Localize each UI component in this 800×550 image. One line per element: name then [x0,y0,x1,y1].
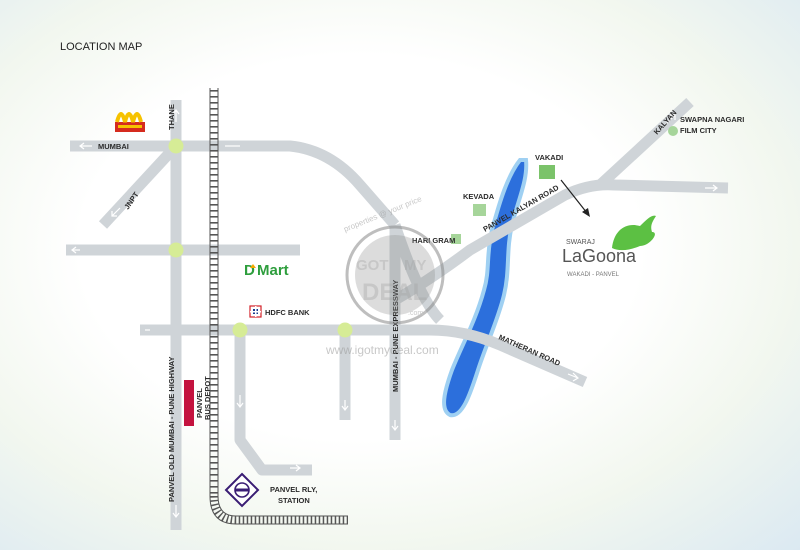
dmart-logo-icon: D Mart [244,262,289,279]
project-prefix: SWARAJ [566,239,595,246]
junction-thane [168,138,184,154]
watermark-url: www.igotmydeal.com [325,343,439,357]
road-thane-curve [176,140,400,229]
label-bus-depot-2: BUS DEPOT [203,376,212,420]
watermark-com: .com [408,310,423,317]
landmark-swapna-nagari [668,126,678,136]
junction-second [337,322,353,338]
project-location: WAKADI - PANVEL [567,272,620,278]
label-bus-depot-1: PANVEL [195,388,204,418]
landmark-hari-gram [451,234,461,244]
label-hdfc-bank: HDFC BANK [265,308,310,317]
bus-depot-marker [184,380,194,426]
railway-line [209,88,348,525]
label-hari-gram: HARI GRAM [412,236,455,245]
railway-station-icon [224,472,260,508]
label-mumbai: MUMBAI [98,142,129,151]
landmark-kevada [473,204,486,216]
label-swapna-nagari-1: SWAPNA NAGARI [680,115,744,124]
watermark-got: GOT [356,257,389,274]
direction-arrow-icon [560,179,590,217]
road-to-station [234,330,312,476]
lagoona-leaf-icon [612,215,656,251]
label-panvel: PANVEL [167,472,176,502]
project-name: LaGoona [562,246,637,266]
label-thane: THANE [167,104,176,130]
mcdonalds-logo-icon [115,112,145,132]
road-jnpt [98,142,181,229]
label-expressway: MUMBAI - PUNE EXPRESSWAY [391,280,400,392]
project-logo: SWARAJ LaGoona WAKADI - PANVEL [562,215,656,278]
junction-middle [168,242,184,258]
label-station-1: PANVEL RLY, [270,485,317,494]
watermark-my: MY [404,257,427,274]
label-old-mumbai-pune-highway: OLD MUMBAI - PUNE HIGHWAY [167,357,176,470]
label-vakadi: VAKADI [535,153,563,162]
label-swapna-nagari-2: FILM CITY [680,126,717,135]
label-kevada: KEVADA [463,192,495,201]
svg-text:Mart: Mart [257,262,289,279]
junction-hdfc [232,322,248,338]
label-station-2: STATION [278,496,310,505]
watermark-deal: DEAL [362,279,427,306]
map-title: LOCATION MAP [60,41,142,53]
road-main-horizontal [140,324,588,388]
junctions [168,138,353,338]
svg-text:D: D [244,262,255,279]
hdfc-logo-icon [249,305,262,318]
watermark: properties @ your price GOT MY DEAL .com… [325,194,445,357]
direction-arrows [71,109,718,518]
road-network [66,97,729,530]
landmark-vakadi [539,165,555,179]
